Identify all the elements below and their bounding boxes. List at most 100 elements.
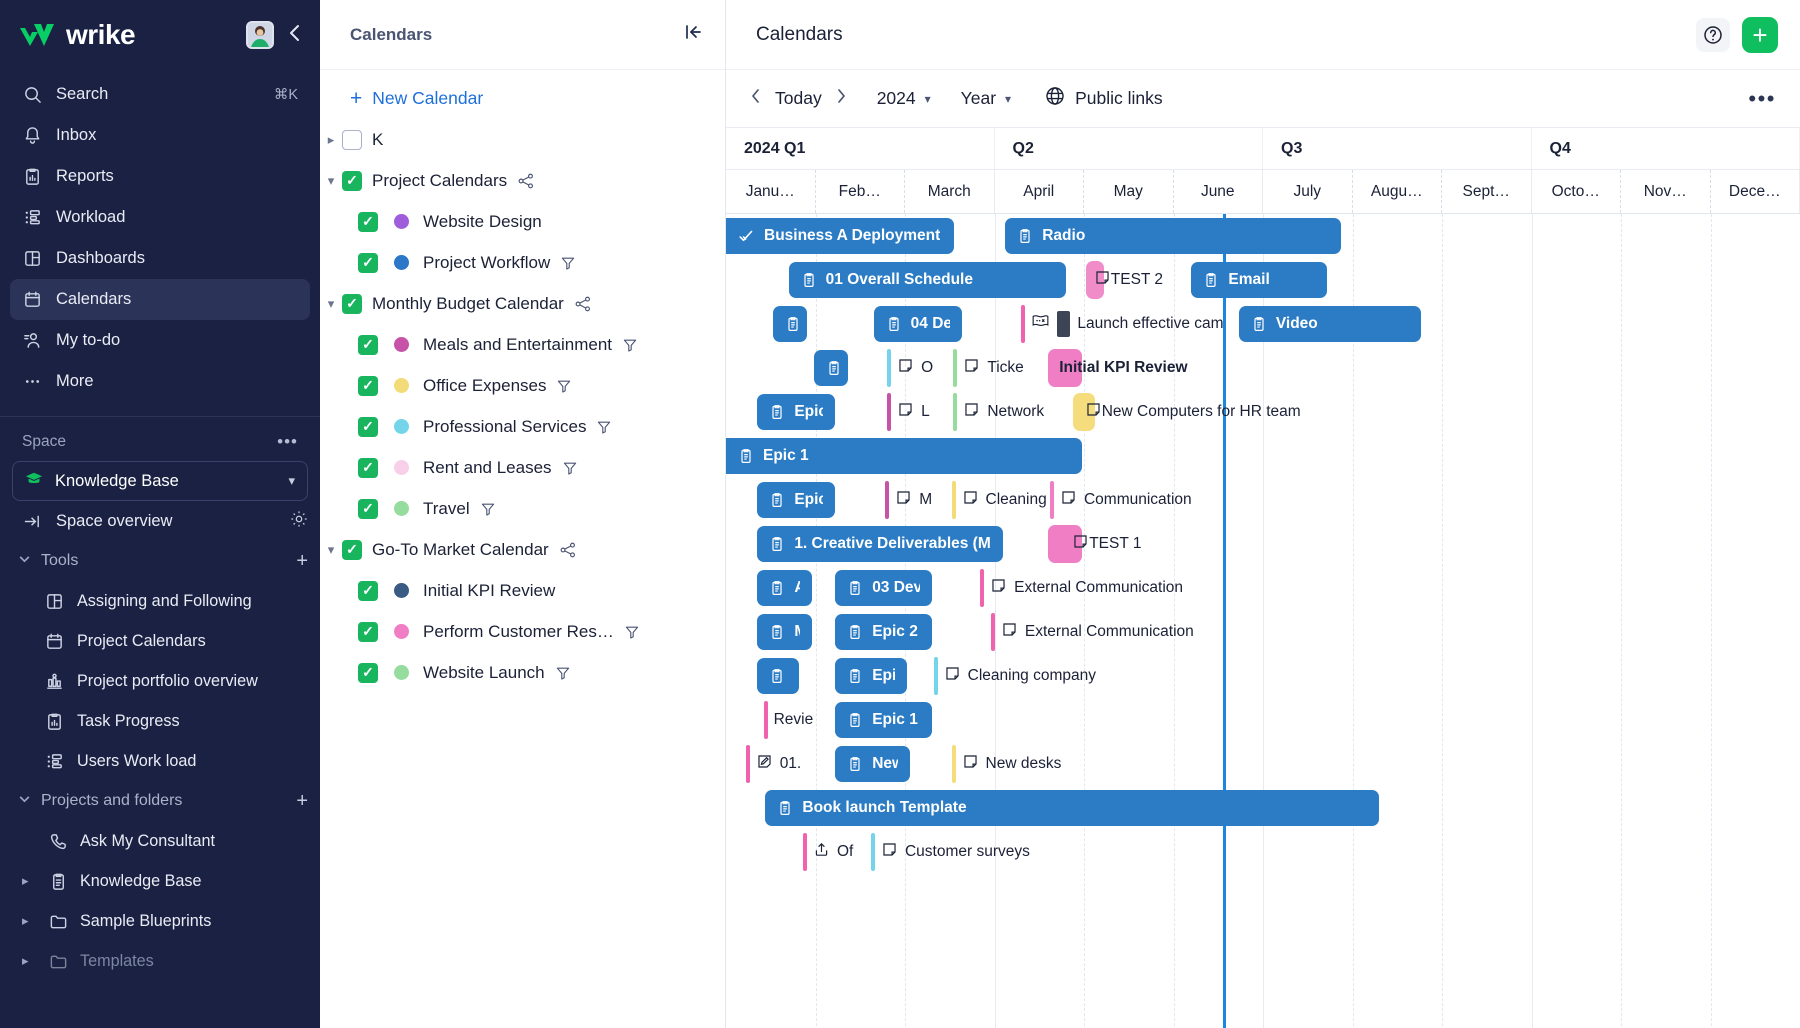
add-project-icon[interactable]: + (296, 789, 308, 812)
calendar-group-checkbox[interactable]: ✓ (342, 170, 362, 191)
gantt-tick[interactable]: L (887, 393, 930, 431)
gantt-chip[interactable]: TEST 1 (1048, 525, 1141, 563)
sidebar-item-search[interactable]: Search⌘K (10, 74, 310, 115)
calendar-item-row[interactable]: ✓Website Design (320, 201, 725, 242)
collapse-left-icon[interactable] (683, 23, 703, 47)
gantt-bar[interactable]: Video (1238, 306, 1421, 342)
filter-icon[interactable] (622, 337, 638, 353)
chevron-down-icon[interactable]: ▾ (327, 295, 335, 311)
add-tool-icon[interactable]: + (296, 549, 308, 572)
plus-icon[interactable]: + (1742, 16, 1778, 53)
project-item-templates[interactable]: ▸Templates (0, 941, 320, 981)
gantt-tick[interactable]: Revie (763, 701, 813, 739)
calendar-item-row[interactable]: ✓Initial KPI Review (320, 570, 725, 611)
calendar-item-row[interactable]: ✓Website Launch (320, 652, 725, 693)
space-overview-item[interactable]: Space overview (0, 501, 320, 541)
gantt-tick[interactable]: Launch effective cam (1021, 305, 1224, 343)
gantt-tick[interactable]: M (885, 481, 932, 519)
avatar[interactable] (246, 21, 274, 49)
gantt-bar[interactable]: Epic 1 (726, 438, 1083, 474)
share-icon[interactable] (574, 295, 592, 313)
gantt-chip[interactable]: TEST 2 (1085, 261, 1163, 299)
gear-icon[interactable] (290, 510, 308, 533)
gantt-chip[interactable]: New Computers for HR team (1073, 393, 1301, 431)
gantt-bar[interactable]: New BI (835, 746, 911, 782)
calendar-item-row[interactable]: ✓Travel (320, 488, 725, 529)
more-options-icon[interactable]: ••• (1748, 85, 1776, 111)
gantt-tick[interactable]: Of (802, 833, 853, 871)
tools-group-header[interactable]: Tools + (0, 541, 320, 581)
calendar-item-checkbox[interactable]: ✓ (358, 375, 378, 396)
project-item-sample-blueprints[interactable]: ▸Sample Blueprints (0, 901, 320, 941)
gantt-bar[interactable]: Radio (1005, 218, 1341, 254)
calendar-group-checkbox[interactable]: ✓ (342, 539, 362, 560)
space-more-icon[interactable]: ••• (277, 432, 298, 451)
gantt-bar[interactable]: Epic 3 (835, 658, 907, 694)
tool-item-assigning-and-following[interactable]: Assigning and Following (0, 581, 320, 621)
filter-icon[interactable] (596, 419, 612, 435)
calendar-item-row[interactable]: ✓Perform Customer Res… (320, 611, 725, 652)
sidebar-item-more[interactable]: More (10, 361, 310, 402)
calendar-item-checkbox[interactable]: ✓ (358, 252, 378, 273)
gantt-chip[interactable]: Initial KPI Review (1048, 349, 1188, 387)
calendar-group-row[interactable]: ▾✓Project Calendars (320, 160, 725, 201)
project-item-knowledge-base[interactable]: ▸Knowledge Base (0, 861, 320, 901)
sidebar-item-dashboards[interactable]: Dashboards (10, 238, 310, 279)
projects-group-header[interactable]: Projects and folders + (0, 781, 320, 821)
gantt-tick[interactable]: Communication (1049, 481, 1192, 519)
gantt-tick[interactable]: Network (953, 393, 1044, 431)
gantt-tick[interactable]: Cleaning (951, 481, 1047, 519)
tool-item-users-work-load[interactable]: Users Work load (0, 741, 320, 781)
project-item-ask-my-consultant[interactable]: Ask My Consultant (0, 821, 320, 861)
chevron-right-icon[interactable]: ▸ (22, 953, 29, 968)
sidebar-item-my-to-do[interactable]: My to-do (10, 320, 310, 361)
wrike-logo[interactable]: wrike (18, 19, 136, 51)
calendar-group-row[interactable]: ▸K (320, 119, 725, 160)
calendar-item-checkbox[interactable]: ✓ (358, 662, 378, 683)
tool-item-project-portfolio-overview[interactable]: Project portfolio overview (0, 661, 320, 701)
sidebar-item-workload[interactable]: Workload (10, 197, 310, 238)
gantt-bar[interactable]: Epic 2 (835, 614, 932, 650)
question-icon[interactable] (1696, 17, 1730, 52)
gantt-tick[interactable]: Ticke (953, 349, 1024, 387)
chevron-down-icon[interactable]: ▾ (327, 541, 335, 557)
chevron-down-icon[interactable]: ▾ (327, 172, 335, 188)
filter-icon[interactable] (624, 624, 640, 640)
gantt-tick[interactable]: External Communication (990, 613, 1194, 651)
scale-selector[interactable]: Year ▾ (961, 88, 1011, 109)
calendar-item-checkbox[interactable]: ✓ (358, 334, 378, 355)
filter-icon[interactable] (480, 501, 496, 517)
gantt-bar[interactable]: 01 Initia (772, 306, 807, 342)
calendar-item-row[interactable]: ✓Professional Services (320, 406, 725, 447)
filter-icon[interactable] (556, 378, 572, 394)
today-button[interactable]: Today (775, 88, 822, 108)
gantt-bar[interactable]: Book launch Template (765, 790, 1380, 826)
chevron-right-icon[interactable]: ▸ (22, 873, 29, 888)
sidebar-item-inbox[interactable]: Inbox (10, 115, 310, 156)
gantt-tick[interactable]: New desks (951, 745, 1061, 783)
calendar-group-checkbox[interactable]: ✓ (342, 293, 362, 314)
gantt-bar[interactable]: 1. Creative Deliverables (Mar (757, 526, 1004, 562)
share-icon[interactable] (559, 541, 577, 559)
gantt-bar[interactable]: 02 (813, 350, 848, 386)
gantt-bar[interactable]: M (757, 614, 812, 650)
chevron-right-icon[interactable]: ▸ (22, 913, 29, 928)
calendar-item-row[interactable]: ✓Meals and Entertainment (320, 324, 725, 365)
year-selector[interactable]: 2024 ▾ (877, 88, 931, 109)
new-calendar-button[interactable]: + New Calendar (320, 70, 725, 119)
calendar-item-row[interactable]: ✓Office Expenses (320, 365, 725, 406)
gantt-tick[interactable]: External Communication (980, 569, 1183, 607)
gantt-tick[interactable]: Customer surveys (870, 833, 1030, 871)
tool-item-project-calendars[interactable]: Project Calendars (0, 621, 320, 661)
gantt-bar[interactable]: Epic 1 (835, 702, 932, 738)
gantt-bar[interactable]: Email (1191, 262, 1328, 298)
calendar-item-checkbox[interactable]: ✓ (358, 211, 378, 232)
gantt-tick[interactable]: Cleaning company (933, 657, 1096, 695)
gantt-bar[interactable]: 04 Deploy (873, 306, 963, 342)
calendar-item-checkbox[interactable]: ✓ (358, 621, 378, 642)
gantt-bar[interactable]: 01 Overall Schedule (788, 262, 1067, 298)
sidebar-item-calendars[interactable]: Calendars (10, 279, 310, 320)
gantt-tick[interactable]: O (887, 349, 933, 387)
calendar-group-row[interactable]: ▾✓Go-To Market Calendar (320, 529, 725, 570)
share-icon[interactable] (517, 172, 535, 190)
